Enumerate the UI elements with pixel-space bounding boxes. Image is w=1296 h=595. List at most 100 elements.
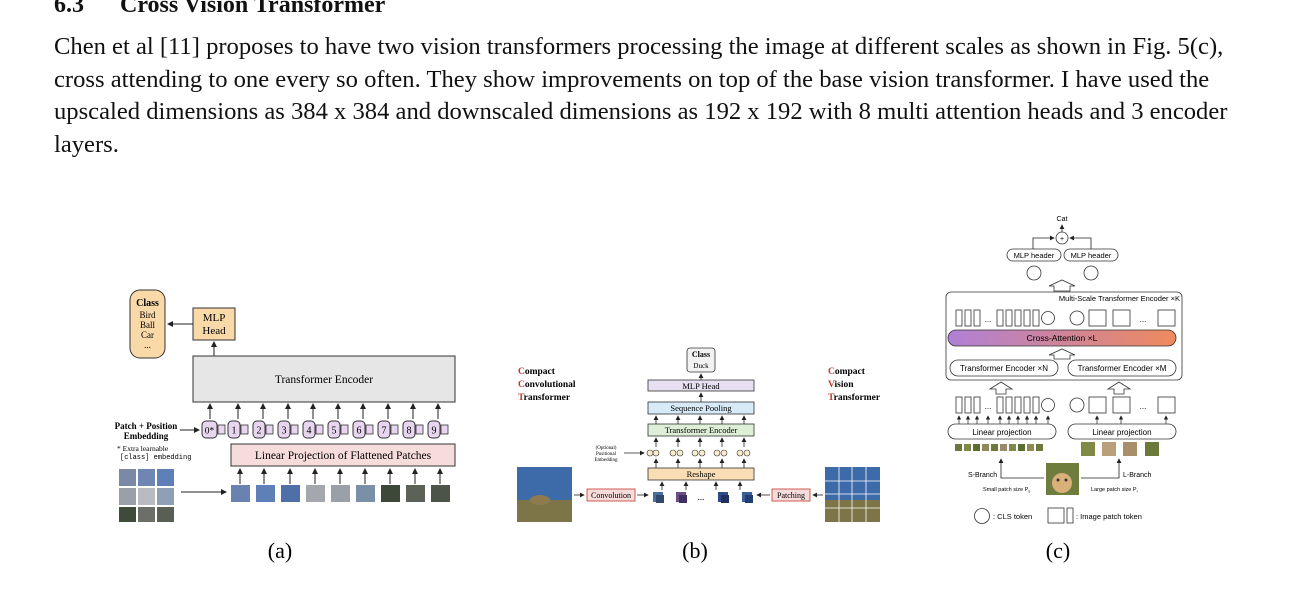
large-patches [1081, 442, 1159, 456]
encoder-m-label: Transformer Encoder ×M [1078, 364, 1167, 373]
sum-node [1055, 231, 1069, 245]
extra-learnable-note-line1: * Extra learnable [117, 444, 169, 453]
panel-a: Class Bird Ball Car ... MLP Head Transfo… [115, 289, 456, 522]
class-item: Car [141, 330, 154, 340]
cct-title-line2: Convolutional [518, 380, 576, 390]
mlp-head-line1: MLP [203, 312, 226, 324]
input-image-grid [119, 469, 174, 522]
patch-position-label-line2: Embedding [124, 431, 169, 441]
caption-a: (a) [268, 538, 292, 563]
token: 4 [302, 420, 316, 439]
linear-projection-left [947, 423, 1057, 440]
optional-pe-line2: Positional [596, 452, 617, 457]
encoder-n-box [949, 359, 1059, 377]
convolution-label: Convolution [591, 491, 631, 500]
mlp-header-right [1063, 248, 1119, 262]
encoder-n-label: Transformer Encoder ×N [960, 364, 1048, 373]
svg-text:9: 9 [432, 426, 437, 437]
s-branch-label: S-Branch [968, 472, 997, 479]
svg-text:5: 5 [332, 426, 337, 437]
token: 1 [227, 420, 241, 439]
reshape-box [647, 467, 755, 481]
svg-text:C: C [518, 367, 525, 377]
input-image-left [517, 467, 572, 522]
section-heading: 6.3 Cross Vision Transformer [54, 0, 385, 19]
class-duck-title: Class [692, 350, 710, 359]
token: 7 [377, 420, 391, 439]
transformer-encoder-label-b: Transformer Encoder [665, 425, 738, 435]
mlp-header-left [1006, 248, 1062, 262]
mlp-head-line2: Head [202, 325, 226, 337]
mlp-header-left-label: MLP header [1014, 251, 1055, 260]
patch-position-label-line1: Patch + Position [115, 421, 178, 431]
ellipsis-c2: ... [1140, 315, 1147, 324]
input-image-right [825, 467, 880, 522]
extra-learnable-note-line2: [class] embedding [120, 454, 191, 462]
reshape-label: Reshape [687, 469, 716, 479]
cvt-title-line3: Transformer [828, 393, 881, 403]
cls-token-legend-icon [974, 508, 990, 524]
class-item: Ball [140, 320, 155, 330]
patching-box [771, 488, 811, 502]
linear-projection-box [230, 443, 456, 467]
linear-projection-left-label: Linear projection [972, 428, 1031, 437]
linear-projection-right-label: Linear projection [1092, 428, 1151, 437]
token: 8 [402, 420, 416, 439]
linear-projection-right [1067, 423, 1177, 440]
transformer-encoder-label: Transformer Encoder [275, 374, 373, 386]
large-patch-label: Large patch size Pl [1091, 487, 1138, 494]
cross-attention-bar [947, 329, 1177, 347]
caption-c: (c) [1046, 538, 1070, 563]
svg-text:7: 7 [382, 426, 387, 437]
cvt-title-line1: Compact [828, 367, 866, 377]
svg-text:T: T [828, 393, 835, 403]
ellipsis-c4: ... [1140, 402, 1147, 411]
patching-label: Patching [777, 491, 805, 500]
panel-b: Compact Convolutional Transformer Compac… [517, 347, 881, 522]
flattened-patches [231, 485, 450, 502]
body-text: Chen et al [11] proposes to have two vis… [54, 31, 1244, 161]
svg-text:T: T [518, 393, 525, 403]
token-row-c [955, 309, 1176, 327]
cls-out-right [1083, 265, 1099, 281]
svg-text:C: C [518, 380, 525, 390]
token-row-c2 [955, 396, 1176, 414]
optional-pe-line1: (Optional) [596, 446, 617, 451]
mlp-head-box-b [647, 379, 755, 392]
class-item: ... [144, 340, 151, 350]
cvt-title-line2: Vision [828, 380, 854, 390]
svg-text:1: 1 [232, 426, 237, 437]
cct-title-line3: Transformer [518, 393, 571, 403]
output-cat: Cat [1057, 216, 1068, 223]
svg-text:3: 3 [282, 426, 287, 437]
optional-pe-line3: Embedding [594, 458, 618, 463]
svg-text:0*: 0* [205, 427, 215, 437]
section-title: Cross Vision Transformer [120, 0, 386, 18]
mlp-header-right-label: MLP header [1071, 251, 1112, 260]
small-patch-label: Small patch size Ps [983, 487, 1030, 494]
token: 3 [277, 420, 291, 439]
class-item: Bird [139, 310, 156, 320]
sequence-pooling-label: Sequence Pooling [670, 403, 732, 413]
cat-image [1046, 463, 1079, 495]
token: 9 [427, 420, 441, 439]
svg-text:8: 8 [407, 426, 412, 437]
token-row-b [646, 449, 751, 457]
mlp-head-label-b: MLP Head [682, 381, 720, 391]
cls-token-legend: : CLS token [993, 512, 1032, 521]
token-row: 0* 1 2 3 4 5 6 7 8 9 [201, 403, 449, 439]
svg-text:C: C [828, 367, 835, 377]
sum-plus: + [1060, 236, 1064, 243]
encoder-m-box [1067, 359, 1177, 377]
patch-token-legend: : Image patch token [1076, 512, 1142, 521]
l-branch-label: L-Branch [1123, 472, 1152, 479]
transformer-encoder-box-b [647, 423, 755, 437]
transformer-encoder-box [192, 355, 456, 403]
ellipsis-c1: ... [985, 315, 992, 324]
linear-projection-label: Linear Projection of Flattened Patches [255, 450, 432, 462]
class-output-box [129, 289, 166, 359]
caption-b: (b) [682, 538, 708, 563]
section-number: 6.3 [54, 0, 84, 18]
sequence-pooling-box [647, 401, 755, 415]
